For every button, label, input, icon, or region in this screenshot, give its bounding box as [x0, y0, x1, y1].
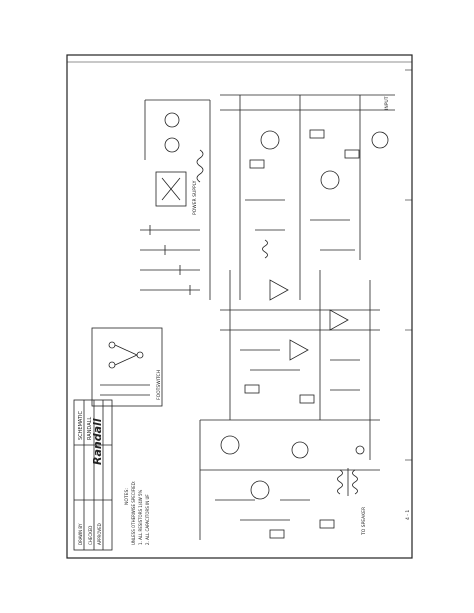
- power-supply-section: [140, 99, 211, 300]
- output-label: TO SPEAKER: [361, 507, 367, 536]
- preamp-section: [220, 94, 395, 300]
- notes-heading: NOTES:: [124, 488, 130, 505]
- output-section: [199, 419, 380, 540]
- op-amp-section: [220, 270, 380, 460]
- title-row-3: DRAWN BY: [78, 523, 83, 545]
- notes-block: NOTES: UNLESS OTHERWISE SPECIFIED: 1. AL…: [124, 481, 150, 545]
- title-row-4: CHECKED: [88, 526, 93, 545]
- title-block: [73, 399, 113, 551]
- note-line-3: 2. ALL CAPACITORS IN UF: [145, 494, 150, 545]
- brand-name: Randall: [91, 418, 104, 465]
- input-label: INPUT: [384, 96, 390, 110]
- brand-logo: Randall: [91, 418, 104, 465]
- title-row-5: APPROVED: [97, 523, 102, 545]
- note-line-2: 1. ALL RESISTORS 1/4W 5%: [138, 489, 143, 545]
- right-edge-marks: [405, 69, 412, 461]
- footswitch-label: FOOTSWITCH: [156, 370, 162, 400]
- edge-number: 4 - 1: [405, 510, 411, 520]
- title-row-1: SCHEMATIC: [78, 411, 84, 440]
- note-line-1: UNLESS OTHERWISE SPECIFIED:: [131, 481, 136, 545]
- drawing-border: [66, 54, 413, 559]
- power-section-label: POWER SUPPLY: [192, 180, 198, 215]
- title-row-2: RANDALL: [87, 417, 93, 440]
- title-block-text: SCHEMATIC RANDALL DRAWN BY CHECKED APPRO…: [78, 411, 102, 545]
- footswitch-detail: [91, 327, 163, 407]
